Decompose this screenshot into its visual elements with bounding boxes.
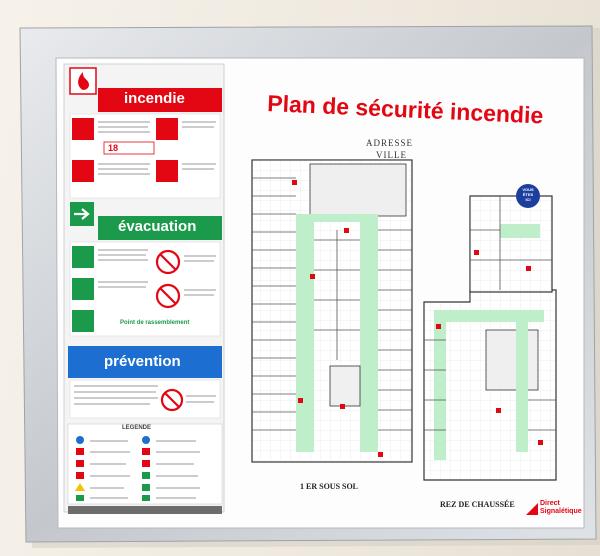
exit-arrow-icon (74, 208, 90, 220)
legend-heading: LEGENDE (122, 425, 152, 431)
exit-corridor-right (360, 216, 378, 452)
legend-symbols (75, 436, 150, 501)
floor-plan-ground (423, 184, 557, 481)
footer-strip (68, 506, 222, 514)
evacuate-fire-pictogram (156, 160, 178, 182)
prevention-section-label: prévention (104, 353, 181, 370)
prevention-section-header (68, 346, 222, 378)
evacuate-pictogram (72, 278, 94, 300)
alarm-pictogram (156, 118, 178, 140)
extinguisher-pictogram (72, 118, 94, 140)
fire-section-header (98, 88, 222, 112)
exit-corridor-left (296, 216, 314, 452)
address-line1: ADRESSE (366, 138, 414, 148)
fire-person-pictogram (72, 160, 94, 182)
brand-name-line2: Signalétique (540, 508, 582, 515)
fire-instructions-box (69, 113, 221, 199)
brand-logo: Direct Signalétique (526, 500, 600, 522)
ground-plan-label: REZ DE CHAUSSÉE (440, 500, 515, 509)
exit-route-ground (434, 310, 544, 322)
assembly-point-pictogram (72, 310, 94, 332)
exit-route-top (500, 224, 540, 238)
prevention-instruction-text (74, 385, 216, 405)
brand-name-line1: Direct (540, 500, 560, 507)
you-are-here-label: VOUS ÊTES ICI (522, 187, 534, 202)
alarm-sound-pictogram (72, 246, 94, 268)
you-are-here-marker (516, 184, 540, 208)
evacuation-section-label: évacuation (118, 218, 197, 235)
evacuation-section-header (98, 216, 222, 240)
floor-plan-basement (251, 159, 413, 463)
assembly-point-label: Point de rassemblement (120, 320, 190, 326)
address-line2: VILLE (376, 150, 407, 160)
fire-instruction-text (98, 121, 216, 175)
flame-icon (78, 72, 89, 90)
brand-triangle-icon (526, 503, 538, 515)
evacuation-instructions-box (69, 241, 221, 337)
fire-section-label: incendie (124, 90, 185, 107)
emergency-number-box (103, 141, 155, 155)
legend-text (90, 440, 200, 499)
emergency-number: 18 (108, 143, 119, 153)
evacuation-instruction-text (98, 249, 216, 296)
basement-plan-label: 1 ER SOUS SOL (300, 482, 359, 491)
